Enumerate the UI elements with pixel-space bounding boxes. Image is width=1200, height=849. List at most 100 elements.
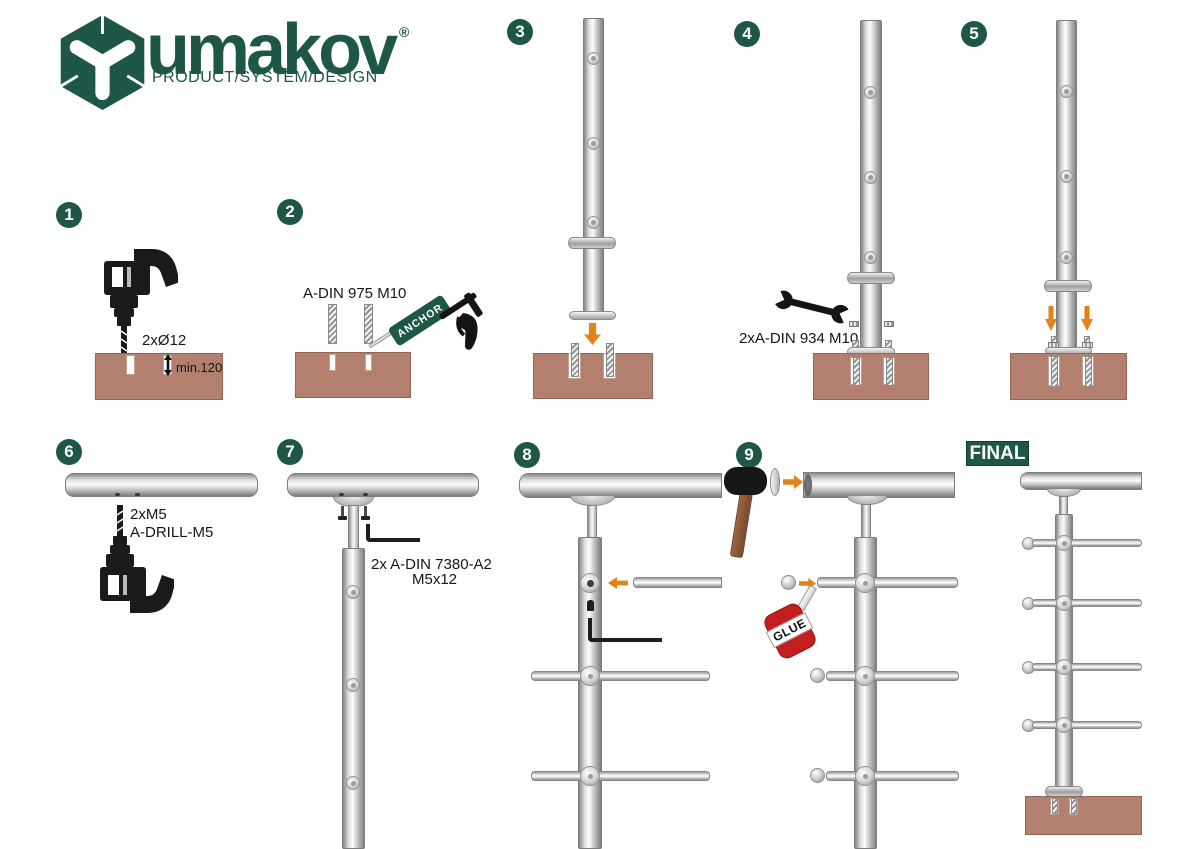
drilled-hole	[329, 354, 336, 371]
crossbar-holder	[580, 666, 600, 686]
handrail	[1020, 472, 1142, 490]
crossbar	[1032, 599, 1142, 607]
drilled-hole	[339, 493, 344, 496]
sphere-cap	[781, 575, 796, 590]
base-block	[1010, 353, 1127, 400]
final-label: FINAL	[966, 441, 1029, 466]
drilled-hole	[365, 354, 372, 371]
crossbar-holder	[855, 766, 875, 786]
post-boss	[864, 86, 877, 99]
post	[1055, 514, 1073, 789]
crossbar	[531, 671, 710, 681]
bolt-label-line2: M5x12	[412, 571, 458, 588]
logo-wordmark: umakov	[146, 10, 398, 90]
handrail	[803, 472, 955, 498]
base-block	[533, 353, 653, 399]
post-stem	[1059, 496, 1068, 516]
crossbar-holder	[1056, 717, 1072, 733]
mallet-icon	[724, 467, 767, 495]
crossbar-holder	[1056, 595, 1072, 611]
post-boss	[1060, 251, 1073, 264]
handrail	[65, 473, 258, 497]
wrench-icon	[770, 290, 854, 324]
drill-icon	[100, 505, 174, 613]
base-block	[295, 352, 411, 398]
threaded-rod	[1052, 798, 1058, 814]
step-9-badge: 9	[736, 442, 762, 468]
threaded-rod	[1085, 356, 1092, 387]
crossbar	[1032, 539, 1142, 547]
end-cap	[770, 468, 780, 496]
crossbar-holder	[855, 666, 875, 686]
depth-arrow-icon	[164, 354, 172, 376]
threaded-rod	[606, 343, 614, 377]
step-7-badge: 7	[277, 439, 303, 465]
arrow-right-icon	[799, 578, 816, 589]
base-plate	[569, 311, 616, 320]
crossbar	[1032, 721, 1142, 729]
threaded-rod	[1071, 798, 1077, 814]
post-boss	[864, 251, 877, 264]
crossbar-holder	[580, 573, 600, 593]
handrail	[287, 473, 479, 497]
handrail-open-end	[804, 474, 812, 496]
step-2-badge: 2	[277, 199, 303, 225]
sphere-cap	[810, 668, 825, 683]
post-boss	[864, 171, 877, 184]
crossbar-holder	[580, 766, 600, 786]
depth-label: min.120	[176, 360, 223, 375]
allen-key-icon	[366, 524, 420, 542]
crossbar	[817, 577, 958, 588]
post-boss	[587, 216, 600, 229]
bolt-label-line1: 2x A-DIN 7380-A2	[371, 556, 492, 573]
crossbar	[826, 671, 959, 681]
post-boss	[346, 776, 360, 790]
threaded-rod	[853, 357, 860, 386]
sphere-cap	[810, 768, 825, 783]
crossbar	[633, 577, 722, 588]
screw-icon	[341, 506, 344, 516]
caulking-gun-icon	[439, 292, 483, 350]
post-boss	[587, 137, 600, 150]
logo-registered-mark: ®	[399, 24, 410, 40]
drilled-hole	[115, 493, 120, 496]
drilled-hole	[135, 493, 140, 496]
screw-head	[338, 516, 347, 520]
threaded-rod-label: A-DIN 975 M10	[303, 285, 407, 302]
nut-label: 2xA-DIN 934 M10	[739, 330, 859, 347]
post-boss	[1060, 85, 1073, 98]
crossbar-holder	[1056, 535, 1072, 551]
crossbar-holder	[1056, 659, 1072, 675]
post-boss	[346, 585, 360, 599]
logo-tagline: PRODUCT/SYSTEM/DESIGN	[152, 69, 378, 86]
threaded-rod	[886, 357, 893, 386]
crossbar	[1032, 663, 1142, 671]
grub-screw-icon	[587, 600, 594, 611]
crossbar-holder	[855, 573, 875, 593]
step-8-badge: 8	[514, 442, 540, 468]
drill-icon	[104, 249, 178, 357]
drill-bit-label: A-DRILL-M5	[130, 524, 214, 541]
step-4-badge: 4	[734, 21, 760, 47]
step-3-badge: 3	[507, 19, 533, 45]
base-block	[1025, 796, 1142, 835]
hex-nut	[849, 321, 859, 327]
drilled-hole	[126, 355, 135, 375]
handrail	[519, 473, 722, 498]
threaded-rod	[571, 343, 579, 377]
base-block	[95, 353, 223, 400]
threaded-rod	[1051, 356, 1058, 387]
allen-key-icon	[588, 618, 662, 642]
